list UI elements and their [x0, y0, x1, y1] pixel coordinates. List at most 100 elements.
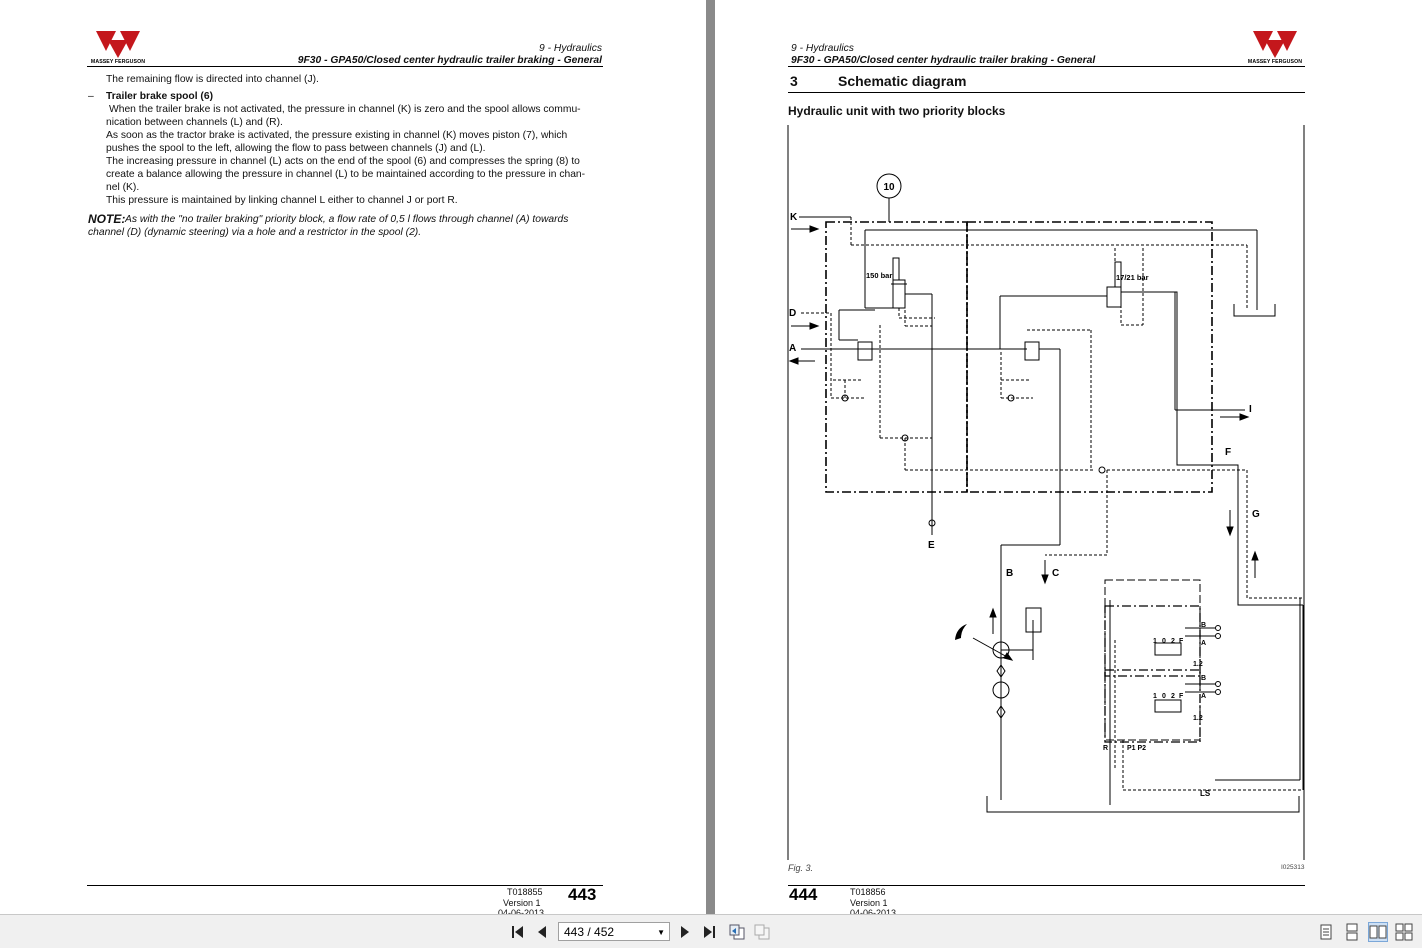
- page-444: 9 - Hydraulics 9F30 - GPA50/Closed cente…: [715, 0, 1422, 914]
- last-page-button[interactable]: [700, 923, 718, 941]
- continuous-view-button[interactable]: [1343, 923, 1361, 941]
- label-17-21bar: 17/21 bar: [1116, 273, 1149, 282]
- continuous-page-icon: [1346, 923, 1358, 941]
- massey-ferguson-logo: MASSEY FERGUSON: [1240, 28, 1310, 68]
- previous-page-icon: [538, 926, 546, 938]
- label-g: G: [1252, 509, 1260, 520]
- footer-doc-id: T018855: [507, 887, 543, 897]
- section-number: 3: [790, 73, 798, 89]
- page-indicator: 443 / 452: [564, 925, 615, 939]
- header-rule: [87, 66, 603, 67]
- chevron-down-icon: ▼: [657, 928, 665, 937]
- body-line: nel (K).: [106, 182, 140, 193]
- label-b2: B: [1201, 675, 1206, 682]
- footer-version: Version 1: [503, 898, 541, 908]
- label-pos-f: F: [1179, 638, 1184, 645]
- label-b1: B: [1201, 622, 1206, 629]
- label-a2: A: [1201, 693, 1206, 700]
- label-i: I: [1249, 404, 1252, 415]
- triple-triangle-logo-icon: [96, 31, 140, 58]
- body-line: nication between channels (L) and (R).: [106, 117, 283, 128]
- section-header: 9F30 - GPA50/Closed center hydraulic tra…: [297, 55, 602, 66]
- label-pos-0: 0: [1162, 693, 1166, 700]
- note-text: channel (D) (dynamic steering) via a hol…: [88, 227, 422, 238]
- first-page-button[interactable]: [509, 923, 527, 941]
- page-number: 444: [789, 885, 818, 904]
- body-line: As soon as the tractor brake is activate…: [106, 130, 568, 141]
- page-number: 443: [568, 885, 597, 904]
- viewer-toolbar: 443 / 452 ▼: [0, 914, 1422, 948]
- section-header: 9F30 - GPA50/Closed center hydraulic tra…: [791, 55, 1096, 66]
- page-number-select[interactable]: 443 / 452 ▼: [558, 922, 670, 941]
- label-pos-1: 1: [1153, 693, 1157, 700]
- logo-text: MASSEY FERGUSON: [90, 59, 146, 65]
- facing-view-button[interactable]: [1368, 922, 1388, 942]
- body-line: create a balance allowing the pressure i…: [106, 169, 586, 180]
- rotation-arrow-icon: [955, 624, 967, 640]
- label-b: B: [1006, 568, 1013, 579]
- callout-10: 10: [883, 182, 895, 193]
- continuous-facing-view-button[interactable]: [1395, 923, 1413, 941]
- label-r: R: [1103, 745, 1108, 752]
- footer-doc-id: T018856: [850, 887, 886, 897]
- footer-rule: [788, 885, 1305, 886]
- label-ls: LS: [1200, 789, 1211, 798]
- label-150bar: 150 bar: [866, 271, 892, 280]
- label-pos-1: 1: [1153, 638, 1157, 645]
- label-pos-0: 0: [1162, 638, 1166, 645]
- diagram-subtitle: Hydraulic unit with two priority blocks: [788, 104, 1006, 118]
- label-pos-f: F: [1179, 693, 1184, 700]
- hydraulic-schematic: 10 K D A E B C I F G LS 150 bar 17/21 ba…: [787, 125, 1305, 860]
- label-pos-2: 2: [1171, 638, 1175, 645]
- label-c: C: [1052, 568, 1059, 579]
- body-line: When the trailer brake is not activated,…: [109, 104, 581, 115]
- document-viewer: MASSEY FERGUSON 9 - Hydraulics 9F30 - GP…: [0, 0, 1422, 914]
- chapter-header: 9 - Hydraulics: [791, 43, 854, 54]
- footer-version: Version 1: [850, 898, 888, 908]
- label-k: K: [790, 212, 798, 223]
- logo-text: MASSEY FERGUSON: [1247, 59, 1303, 65]
- last-page-icon: [704, 926, 715, 938]
- section-title: Schematic diagram: [838, 73, 967, 89]
- label-a1: A: [1201, 640, 1206, 647]
- massey-ferguson-logo: MASSEY FERGUSON: [83, 28, 153, 68]
- note-label: NOTE:: [88, 212, 126, 226]
- footer-date: 04-06-2013: [850, 908, 897, 914]
- page-443: MASSEY FERGUSON 9 - Hydraulics 9F30 - GP…: [0, 0, 706, 914]
- next-view-icon: [754, 924, 770, 940]
- body-line: The remaining flow is directed into chan…: [106, 74, 319, 85]
- previous-page-button[interactable]: [533, 923, 551, 941]
- section-rule: [788, 92, 1305, 93]
- previous-view-icon: [729, 924, 745, 940]
- facing-pages-icon: [1369, 925, 1387, 939]
- label-pos-2: 2: [1171, 693, 1175, 700]
- header-rule: [788, 66, 1305, 67]
- footer-rule: [87, 885, 603, 886]
- body-line: The increasing pressure in channel (L) a…: [106, 156, 580, 167]
- next-view-button[interactable]: [753, 923, 771, 941]
- bullet-dash: –: [88, 91, 94, 102]
- first-page-icon: [512, 926, 523, 938]
- continuous-facing-icon: [1395, 923, 1413, 941]
- chapter-header: 9 - Hydraulics: [539, 43, 602, 54]
- bullet-title: Trailer brake spool (6): [106, 91, 214, 102]
- body-line: pushes the spool to the left, allowing t…: [106, 143, 486, 154]
- next-page-button[interactable]: [676, 923, 694, 941]
- label-d: D: [789, 308, 796, 319]
- previous-view-button[interactable]: [728, 923, 746, 941]
- single-page-view-button[interactable]: [1317, 923, 1335, 941]
- single-page-icon: [1320, 924, 1332, 940]
- footer-date: 04-06-2013: [498, 908, 545, 914]
- label-a: A: [789, 343, 796, 354]
- next-page-icon: [681, 926, 689, 938]
- label-p1p2: P1 P2: [1127, 745, 1146, 752]
- note-text: As with the "no trailer braking" priorit…: [125, 214, 569, 225]
- body-line: This pressure is maintained by linking c…: [106, 195, 458, 206]
- label-f: F: [1225, 447, 1231, 458]
- label-1-2: 1.2: [1193, 661, 1203, 668]
- label-1-2: 1.2: [1193, 715, 1203, 722]
- triple-triangle-logo-icon: [1253, 31, 1297, 58]
- figure-id: I025313: [1281, 864, 1305, 871]
- figure-caption: Fig. 3.: [788, 863, 814, 873]
- label-e: E: [928, 540, 935, 551]
